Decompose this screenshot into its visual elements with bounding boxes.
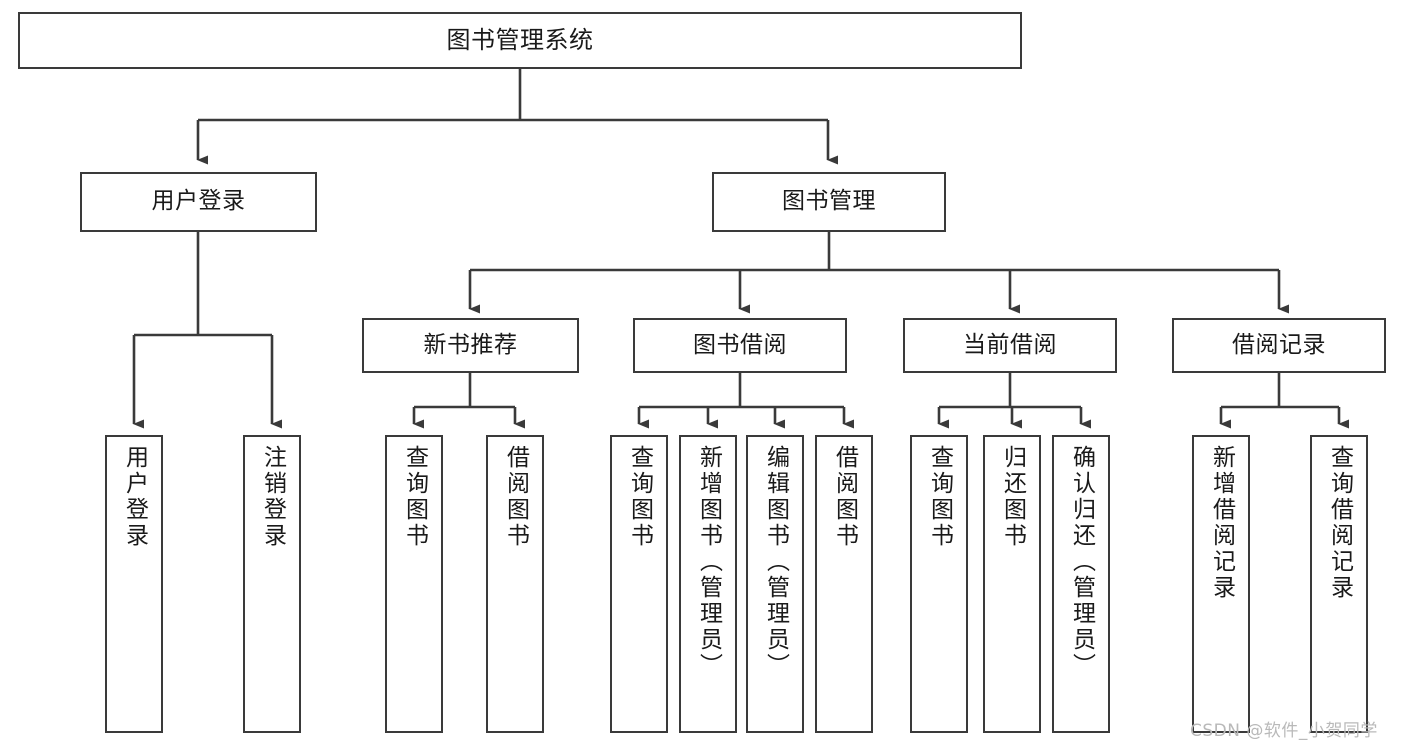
node-leaf-logout-login-label: 注销登录 bbox=[259, 445, 286, 549]
node-leaf-add-borrow-record[interactable]: 新增借阅记录 bbox=[1192, 435, 1250, 733]
node-book-management[interactable]: 图书管理 bbox=[712, 172, 946, 232]
node-leaf-borrow-book-1[interactable]: 借阅图书 bbox=[486, 435, 544, 733]
node-new-book-recommend[interactable]: 新书推荐 bbox=[362, 318, 579, 373]
node-leaf-edit-book-admin[interactable]: 编辑图书（管理员） bbox=[746, 435, 804, 733]
node-root-label: 图书管理系统 bbox=[446, 26, 594, 55]
csdn-watermark: CSDN @软件_小贺同学 bbox=[1190, 721, 1378, 741]
node-current-borrow-label: 当前借阅 bbox=[963, 331, 1057, 358]
node-user-login[interactable]: 用户登录 bbox=[80, 172, 317, 232]
node-leaf-add-borrow-record-label: 新增借阅记录 bbox=[1208, 445, 1235, 601]
node-user-login-label: 用户登录 bbox=[151, 188, 246, 215]
node-leaf-edit-book-admin-label: 编辑图书（管理员） bbox=[762, 445, 789, 679]
node-leaf-query-book-1-label: 查询图书 bbox=[401, 445, 428, 549]
node-borrow-record-label: 借阅记录 bbox=[1232, 331, 1326, 358]
node-leaf-confirm-return-admin-label: 确认归还（管理员） bbox=[1068, 445, 1095, 679]
node-leaf-logout-login[interactable]: 注销登录 bbox=[243, 435, 301, 733]
node-leaf-borrow-book-1-label: 借阅图书 bbox=[502, 445, 529, 549]
node-leaf-borrow-book-2[interactable]: 借阅图书 bbox=[815, 435, 873, 733]
node-leaf-borrow-book-2-label: 借阅图书 bbox=[831, 445, 858, 549]
node-leaf-query-book-3-label: 查询图书 bbox=[926, 445, 953, 549]
node-book-borrow[interactable]: 图书借阅 bbox=[633, 318, 847, 373]
node-book-borrow-label: 图书借阅 bbox=[693, 331, 787, 358]
node-new-book-recommend-label: 新书推荐 bbox=[423, 331, 518, 358]
node-current-borrow[interactable]: 当前借阅 bbox=[903, 318, 1117, 373]
node-leaf-add-book-admin[interactable]: 新增图书（管理员） bbox=[679, 435, 737, 733]
node-leaf-query-book-2[interactable]: 查询图书 bbox=[610, 435, 668, 733]
node-leaf-query-book-2-label: 查询图书 bbox=[626, 445, 653, 549]
node-leaf-return-book[interactable]: 归还图书 bbox=[983, 435, 1041, 733]
node-book-management-label: 图书管理 bbox=[782, 188, 876, 215]
node-leaf-user-login-label: 用户登录 bbox=[121, 445, 148, 549]
node-leaf-return-book-label: 归还图书 bbox=[999, 445, 1026, 549]
node-borrow-record[interactable]: 借阅记录 bbox=[1172, 318, 1386, 373]
node-leaf-query-borrow-record-label: 查询借阅记录 bbox=[1326, 445, 1353, 601]
node-leaf-query-book-1[interactable]: 查询图书 bbox=[385, 435, 443, 733]
node-leaf-query-borrow-record[interactable]: 查询借阅记录 bbox=[1310, 435, 1368, 733]
node-leaf-query-book-3[interactable]: 查询图书 bbox=[910, 435, 968, 733]
node-leaf-user-login[interactable]: 用户登录 bbox=[105, 435, 163, 733]
node-root[interactable]: 图书管理系统 bbox=[18, 12, 1022, 69]
node-leaf-confirm-return-admin[interactable]: 确认归还（管理员） bbox=[1052, 435, 1110, 733]
node-leaf-add-book-admin-label: 新增图书（管理员） bbox=[695, 445, 722, 679]
